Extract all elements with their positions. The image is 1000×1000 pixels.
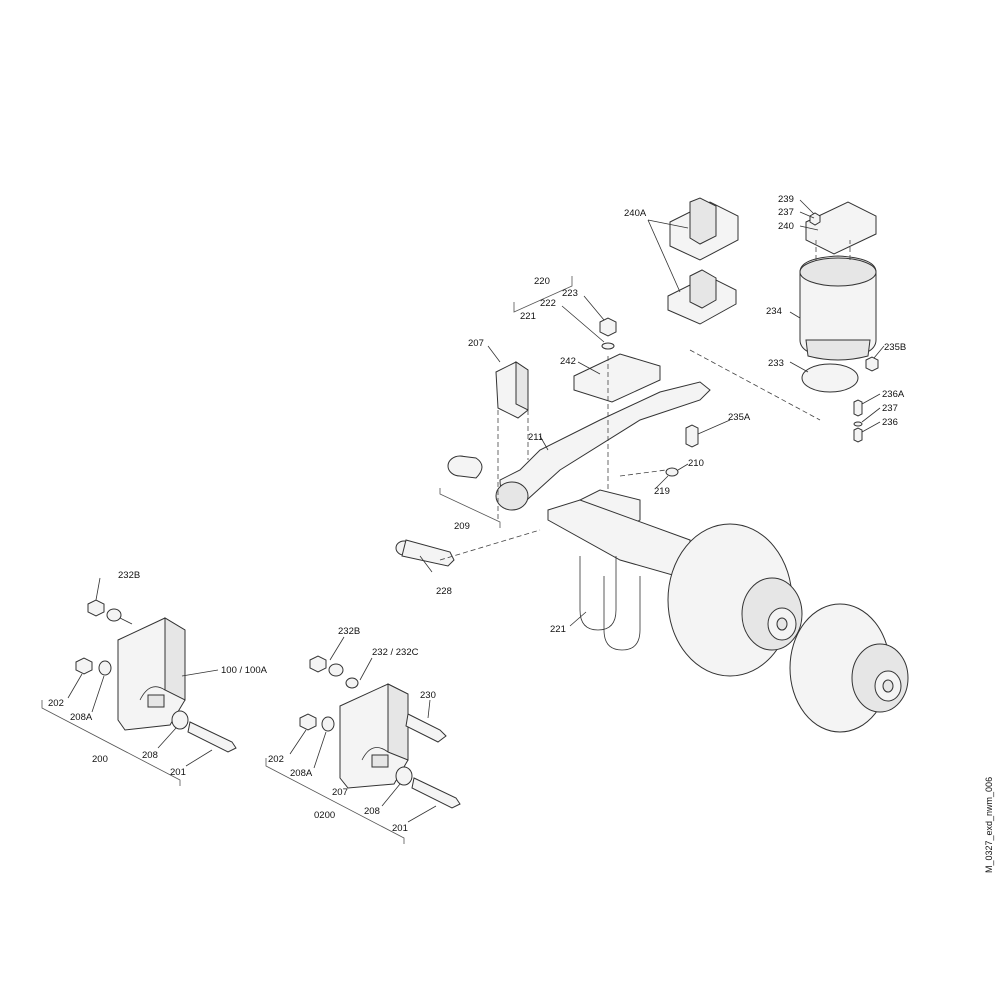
label-237-lower: 237: [882, 403, 898, 414]
axle-hub-assembly: [547, 489, 909, 733]
label-242: 242: [560, 356, 576, 367]
label-210: 210: [688, 458, 704, 469]
label-0200: 0200: [314, 810, 335, 821]
trailing-arm-assembly: [395, 276, 821, 573]
label-221-upper: 221: [520, 311, 536, 322]
part-labels: 232B 202 208A 100 / 100A 200 208 201 232…: [48, 194, 906, 834]
air-spring-assembly: [647, 197, 885, 443]
label-100-100A: 100 / 100A: [221, 665, 268, 676]
label-232B-left: 232B: [118, 570, 140, 581]
label-208-left: 208: [142, 750, 158, 761]
label-201-right: 201: [392, 823, 408, 834]
label-208A-left: 208A: [70, 712, 93, 723]
label-232-232C: 232 / 232C: [372, 647, 419, 658]
label-233: 233: [768, 358, 784, 369]
label-222: 222: [540, 298, 556, 309]
label-200: 200: [92, 754, 108, 765]
drawing-id-text: M_0327_exd_nwm_006: [984, 777, 994, 873]
label-236: 236: [882, 417, 898, 428]
label-240A: 240A: [624, 208, 647, 219]
label-211: 211: [528, 432, 543, 443]
label-239: 239: [778, 194, 794, 205]
hanger-bracket-assembly-0200: [265, 636, 461, 844]
label-220: 220: [534, 276, 550, 287]
hanger-bracket-assembly-200: [41, 577, 237, 786]
label-240: 240: [778, 221, 794, 232]
label-237-upper: 237: [778, 207, 794, 218]
label-223: 223: [562, 288, 578, 299]
label-228: 228: [436, 586, 452, 597]
label-202-right: 202: [268, 754, 284, 765]
label-207-upper: 207: [468, 338, 484, 349]
label-202-left: 202: [48, 698, 64, 709]
label-219: 219: [654, 486, 670, 497]
label-235A: 235A: [728, 412, 751, 423]
label-235B: 235B: [884, 342, 906, 353]
label-232B-right: 232B: [338, 626, 360, 637]
label-236A: 236A: [882, 389, 905, 400]
label-221-lower: 221: [550, 624, 566, 635]
label-230: 230: [420, 690, 436, 701]
label-208A-right: 208A: [290, 768, 313, 779]
label-234: 234: [766, 306, 782, 317]
label-207-lower: 207: [332, 787, 348, 798]
label-208-right: 208: [364, 806, 380, 817]
label-209: 209: [454, 521, 470, 532]
label-201-left: 201: [170, 767, 186, 778]
drawing-id-label: M_0327_exd_nwm_006: [984, 777, 994, 873]
